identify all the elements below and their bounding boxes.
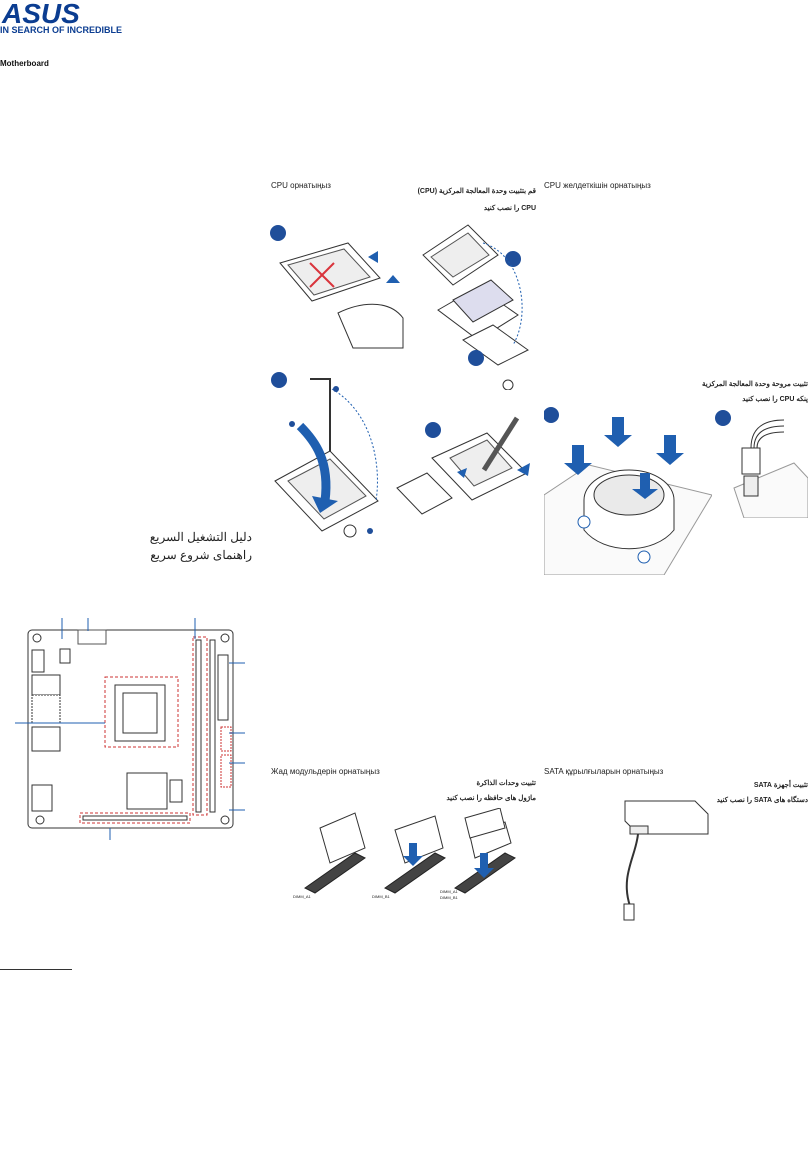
guide-title-ar: دليل التشغيل السريع xyxy=(149,530,252,544)
memory-slot-label-1: DIMM_A1 xyxy=(293,894,311,899)
cooler-title-kk: CPU желдеткішін орнатыңыз xyxy=(544,181,651,190)
sata-title-kk: SATA құрылғыларын орнатыңыз xyxy=(544,767,664,776)
cpu-title-fa: CPU را نصب کنید xyxy=(483,205,536,212)
step-2-marker xyxy=(505,251,521,267)
sata-title-ar: تثبيت أجهزة SATA xyxy=(753,782,808,789)
step-3-marker xyxy=(468,350,484,366)
asus-logo-mark: ASUS xyxy=(1,0,80,26)
cpu-step4-illustration xyxy=(270,371,385,541)
step-4-marker xyxy=(271,372,287,388)
memory-install-illustration xyxy=(285,808,535,908)
cpu-cooler-illustration xyxy=(544,405,712,575)
cpu-step5-illustration xyxy=(392,408,537,538)
cpu-title-ar: قم بتثبيت وحدة المعالجة المركزية (CPU) xyxy=(417,188,536,195)
asus-logo-text: ASUS xyxy=(1,0,80,26)
step-5-marker xyxy=(425,422,441,438)
step-1-marker xyxy=(270,225,286,241)
cpu-title-kk: CPU орнатыңыз xyxy=(271,181,331,190)
step-1-marker xyxy=(544,407,559,423)
cooler-title-fa: پنکه CPU را نصب کنید xyxy=(742,396,808,403)
product-name: Motherboard xyxy=(0,59,49,68)
sata-title-fa: دستگاه های SATA را نصب کنید xyxy=(716,797,808,804)
cpu-step2-illustration xyxy=(413,215,538,390)
cpu-fan-header-illustration xyxy=(714,408,808,518)
sata-device-illustration xyxy=(610,796,710,926)
cpu-step1-illustration xyxy=(268,223,410,353)
memory-title-kk: Жад модульдерін орнатыңыз xyxy=(271,767,380,776)
guide-title-fa: راهنمای شروع سریع xyxy=(150,548,252,562)
cooler-title-ar: تثبيت مروحة وحدة المعالجة المركزية xyxy=(702,381,808,388)
footer-rule xyxy=(0,969,72,970)
memory-slot-label-2: DIMM_B1 xyxy=(372,894,390,899)
motherboard-layout-diagram xyxy=(15,615,245,840)
memory-slot-label-3: DIMM_A1 xyxy=(440,889,458,894)
step-2-marker xyxy=(715,410,731,426)
memory-title-fa: ماژول های حافظه را نصب کنید xyxy=(446,795,536,802)
brand-tagline: IN SEARCH OF INCREDIBLE xyxy=(0,25,123,35)
memory-title-ar: تثبيت وحدات الذاكرة xyxy=(476,780,536,787)
asus-logo: ASUS xyxy=(0,0,112,26)
memory-slot-label-4: DIMM_B1 xyxy=(440,895,458,900)
